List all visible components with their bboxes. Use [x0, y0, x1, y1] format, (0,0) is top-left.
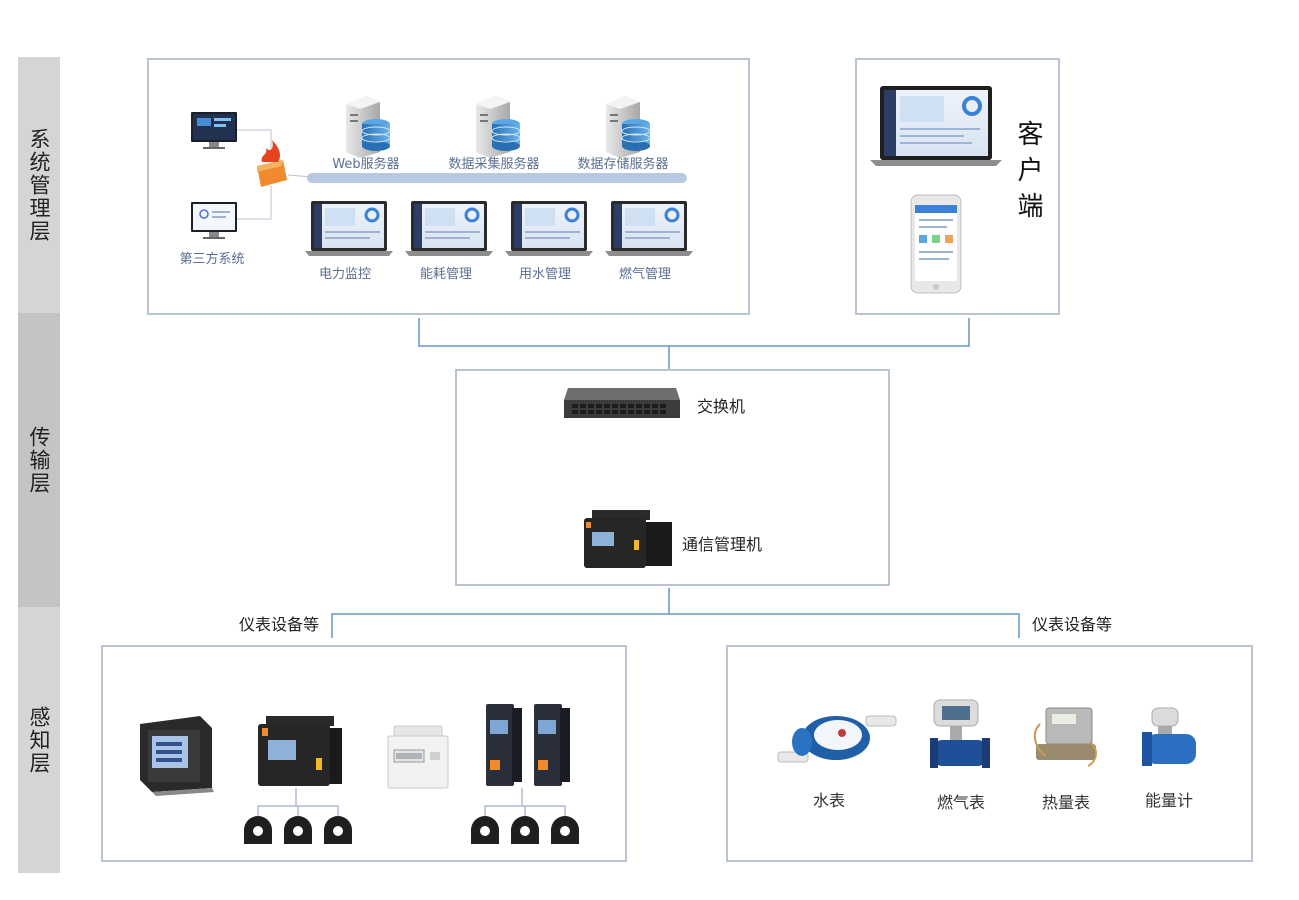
- server-label-collect: 数据采集服务器: [448, 157, 540, 172]
- server-bus: [307, 173, 687, 183]
- heat-meter-icon: [1033, 707, 1097, 767]
- layer-perception-label: 感知层: [27, 705, 51, 775]
- app-label-gas: 燃气管理: [618, 267, 672, 282]
- switch-label: 交换机: [697, 397, 746, 416]
- panel-meter-icon: [140, 716, 214, 796]
- server-icon: [476, 96, 521, 158]
- app-label-power: 电力监控: [318, 267, 372, 282]
- app-label-energy: 能耗管理: [419, 267, 473, 282]
- layer-system-label: 系统管理层: [27, 127, 51, 243]
- laptop-icon: [605, 201, 693, 256]
- ct-links: [257, 788, 566, 818]
- energy-meter-icon: [1142, 707, 1196, 766]
- server-icon: [606, 96, 651, 158]
- firewall-icon: [257, 140, 287, 187]
- layer-perception: 感知层: [18, 607, 60, 873]
- server-label-storage: 数据存储服务器: [577, 157, 669, 172]
- third-party-label: 第三方系统: [179, 252, 245, 267]
- branch-label-right: 仪表设备等: [1032, 615, 1113, 634]
- laptop-icon: [405, 201, 493, 256]
- layer-system-management: 系统管理层: [18, 57, 60, 313]
- laptop-icon: [505, 201, 593, 256]
- client-label: 客户端: [1013, 120, 1043, 228]
- meter-label-water: 水表: [812, 791, 846, 810]
- transmitter-icon: [486, 704, 522, 786]
- server-icon: [346, 96, 391, 158]
- connection-lines: [331, 318, 1020, 638]
- monitor-icon: [191, 112, 237, 149]
- layer-transport: 传输层: [18, 313, 60, 607]
- gateway-label: 通信管理机: [682, 535, 763, 554]
- meter-label-gas: 燃气表: [936, 793, 986, 812]
- layer-transport-label: 传输层: [27, 425, 51, 495]
- meter-label-energy: 能量计: [1144, 791, 1194, 810]
- meter-label-heat: 热量表: [1041, 793, 1091, 812]
- din-meter-icon: [387, 725, 449, 789]
- water-meter-icon: [777, 715, 897, 763]
- system-box: [147, 58, 750, 315]
- gateway-icon: [584, 510, 672, 568]
- branch-label-left: 仪表设备等: [239, 615, 320, 634]
- laptop-icon: [870, 86, 1002, 166]
- laptop-icon: [305, 201, 393, 256]
- transport-box: [455, 369, 890, 586]
- server-label-web: Web服务器: [332, 157, 400, 172]
- ct-sensor-icon: [244, 816, 579, 844]
- gateway-icon: [258, 716, 342, 786]
- app-label-water: 用水管理: [518, 267, 572, 282]
- flow-meter-icon: [930, 699, 990, 768]
- transmitter-icon: [534, 704, 570, 786]
- phone-icon: [910, 194, 962, 294]
- switch-icon: [564, 388, 680, 418]
- monitor-icon: [191, 202, 237, 239]
